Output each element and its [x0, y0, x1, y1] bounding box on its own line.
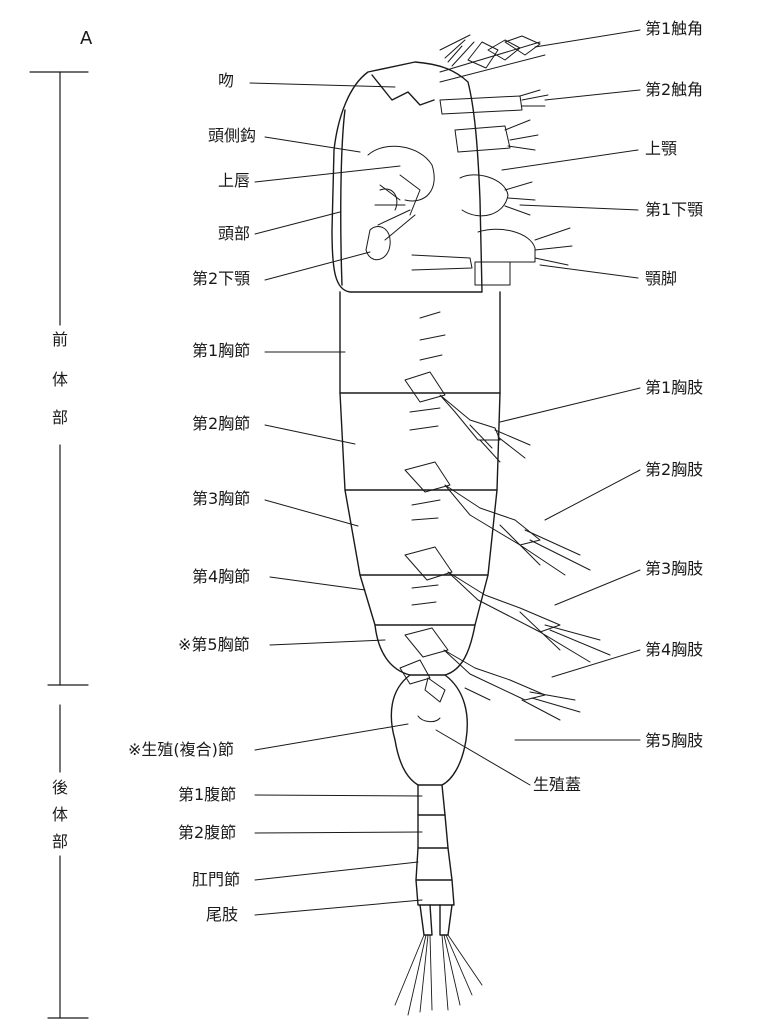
label-leg5: 第5胸肢 — [645, 732, 703, 750]
label-leg2: 第2胸肢 — [645, 461, 703, 479]
region-label-posterior-1: 後 — [51, 776, 69, 800]
label-abdominal2: 第2腹節 — [178, 824, 236, 842]
appendages-head — [375, 35, 572, 265]
label-anal-somite: 肛門節 — [192, 871, 240, 889]
label-genital-operculum: 生殖蓋 — [533, 776, 581, 794]
label-thoracic4: 第4胸節 — [192, 568, 250, 586]
label-antenna2: 第2触角 — [645, 81, 703, 99]
label-leg3: 第3胸肢 — [645, 560, 703, 578]
swimming-legs — [400, 312, 610, 722]
label-maxilla1: 第1下顎 — [645, 201, 703, 219]
label-maxilla2: 第2下顎 — [192, 270, 250, 288]
label-cephalosome: 頭部 — [218, 225, 250, 243]
label-thoracic5: ※第5胸節 — [178, 636, 250, 654]
label-caudal-ramus: 尾肢 — [206, 906, 238, 924]
label-maxilliped: 顎脚 — [645, 270, 677, 288]
region-label-posterior-2: 体 — [51, 803, 69, 827]
label-labrum: 上唇 — [218, 172, 250, 190]
caudal-setae — [395, 935, 482, 1015]
label-abdominal1: 第1腹節 — [178, 786, 236, 804]
leader-lines-right — [436, 30, 640, 785]
region-label-anterior-3: 部 — [51, 406, 69, 430]
label-cephalic-hook: 頭側鈎 — [208, 127, 256, 145]
region-scale-bars — [30, 72, 88, 1018]
panel-letter: A — [80, 30, 92, 48]
label-rostrum: 吻 — [218, 72, 234, 90]
label-thoracic3: 第3胸節 — [192, 490, 250, 508]
body-outline — [332, 62, 500, 935]
region-label-anterior-1: 前 — [51, 328, 69, 352]
label-leg1: 第1胸肢 — [645, 379, 703, 397]
label-thoracic1: 第1胸節 — [192, 342, 250, 360]
label-antenna1: 第1触角 — [645, 20, 703, 38]
region-label-posterior-3: 部 — [51, 830, 69, 854]
region-label-anterior-2: 体 — [51, 368, 69, 392]
label-leg4: 第4胸肢 — [645, 641, 703, 659]
label-genital-somite: ※生殖(複合)節 — [128, 741, 234, 759]
label-thoracic2: 第2胸節 — [192, 415, 250, 433]
label-mandible: 上顎 — [645, 140, 677, 158]
